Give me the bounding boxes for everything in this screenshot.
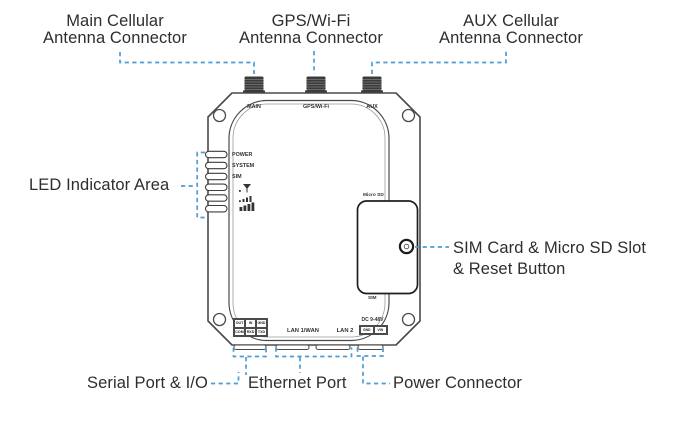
aux-antenna-connector bbox=[361, 76, 383, 94]
serial-pin-in: IN bbox=[245, 319, 256, 328]
leader-power-link bbox=[362, 356, 390, 385]
signal-strength-large-icon bbox=[239, 202, 255, 211]
serial-pin-out: OUT bbox=[234, 319, 245, 328]
led-indicators bbox=[204, 150, 228, 213]
callout-gps-wifi-antenna: GPS/Wi-Fi Antenna Connector bbox=[239, 12, 383, 47]
bottom-port-cutouts bbox=[233, 344, 384, 350]
callout-sim-microsd-reset: SIM Card & Micro SD Slot & Reset Button bbox=[453, 239, 647, 278]
serial-pin-com: COM bbox=[234, 327, 245, 336]
power-voltage-label: DC 9-48V bbox=[361, 317, 384, 323]
serial-pin-txd: TXD bbox=[256, 327, 267, 336]
antenna-port-label-aux: AUX bbox=[366, 103, 378, 110]
leader-led-bracket bbox=[196, 151, 205, 219]
callout-aux-cellular-antenna: AUX Cellular Antenna Connector bbox=[439, 12, 583, 47]
callout-led-indicator-area: LED Indicator Area bbox=[29, 176, 170, 194]
power-terminal-block: GND VIN bbox=[359, 325, 388, 335]
power-pin-2: VIN bbox=[373, 326, 387, 334]
callout-leader-lines bbox=[119, 51, 507, 385]
callout-main-cellular-antenna: Main Cellular Antenna Connector bbox=[43, 12, 187, 47]
leader-power-bracket bbox=[356, 347, 384, 357]
leader-main-antenna bbox=[119, 52, 255, 74]
led-label-power: POWER bbox=[232, 152, 253, 158]
mounting-screw-holes bbox=[212, 108, 416, 327]
serial-pin-rxd: RXD bbox=[245, 327, 256, 336]
main-antenna-connector bbox=[243, 76, 265, 94]
gps-wifi-antenna-connector bbox=[305, 76, 327, 94]
antenna-port-label-main: MAIN bbox=[247, 103, 261, 110]
cellular-antenna-icon bbox=[239, 184, 251, 193]
reset-button bbox=[398, 238, 415, 255]
antenna-port-label-gps-wifi: GPS/Wi-Fi bbox=[302, 103, 330, 110]
leader-serial-link bbox=[211, 372, 240, 385]
ethernet-label-lan2: LAN 2 bbox=[336, 328, 354, 334]
callout-power-connector: Power Connector bbox=[393, 374, 522, 392]
ethernet-label-lan1-wan: LAN 1/WAN bbox=[287, 328, 319, 334]
power-pin-1: GND bbox=[360, 326, 374, 334]
leader-aux-antenna bbox=[371, 51, 507, 74]
leader-serial-bracket bbox=[232, 347, 267, 358]
callout-ethernet-port: Ethernet Port bbox=[248, 374, 347, 392]
serial-pin-gnd: GND bbox=[256, 319, 267, 328]
leader-ethernet-bracket bbox=[275, 347, 353, 358]
led-label-system: SYSTEM bbox=[232, 163, 255, 169]
slot-label-sim: SIM bbox=[368, 296, 377, 301]
serial-io-terminal-block: OUT IN GND COM RXD TXD bbox=[233, 318, 268, 337]
signal-strength-small-icon bbox=[239, 196, 252, 202]
led-label-sim: SIM bbox=[232, 174, 242, 180]
callout-serial-port-io: Serial Port & I/O bbox=[87, 374, 208, 392]
slot-label-micro-sd: Micro SD bbox=[363, 192, 384, 198]
